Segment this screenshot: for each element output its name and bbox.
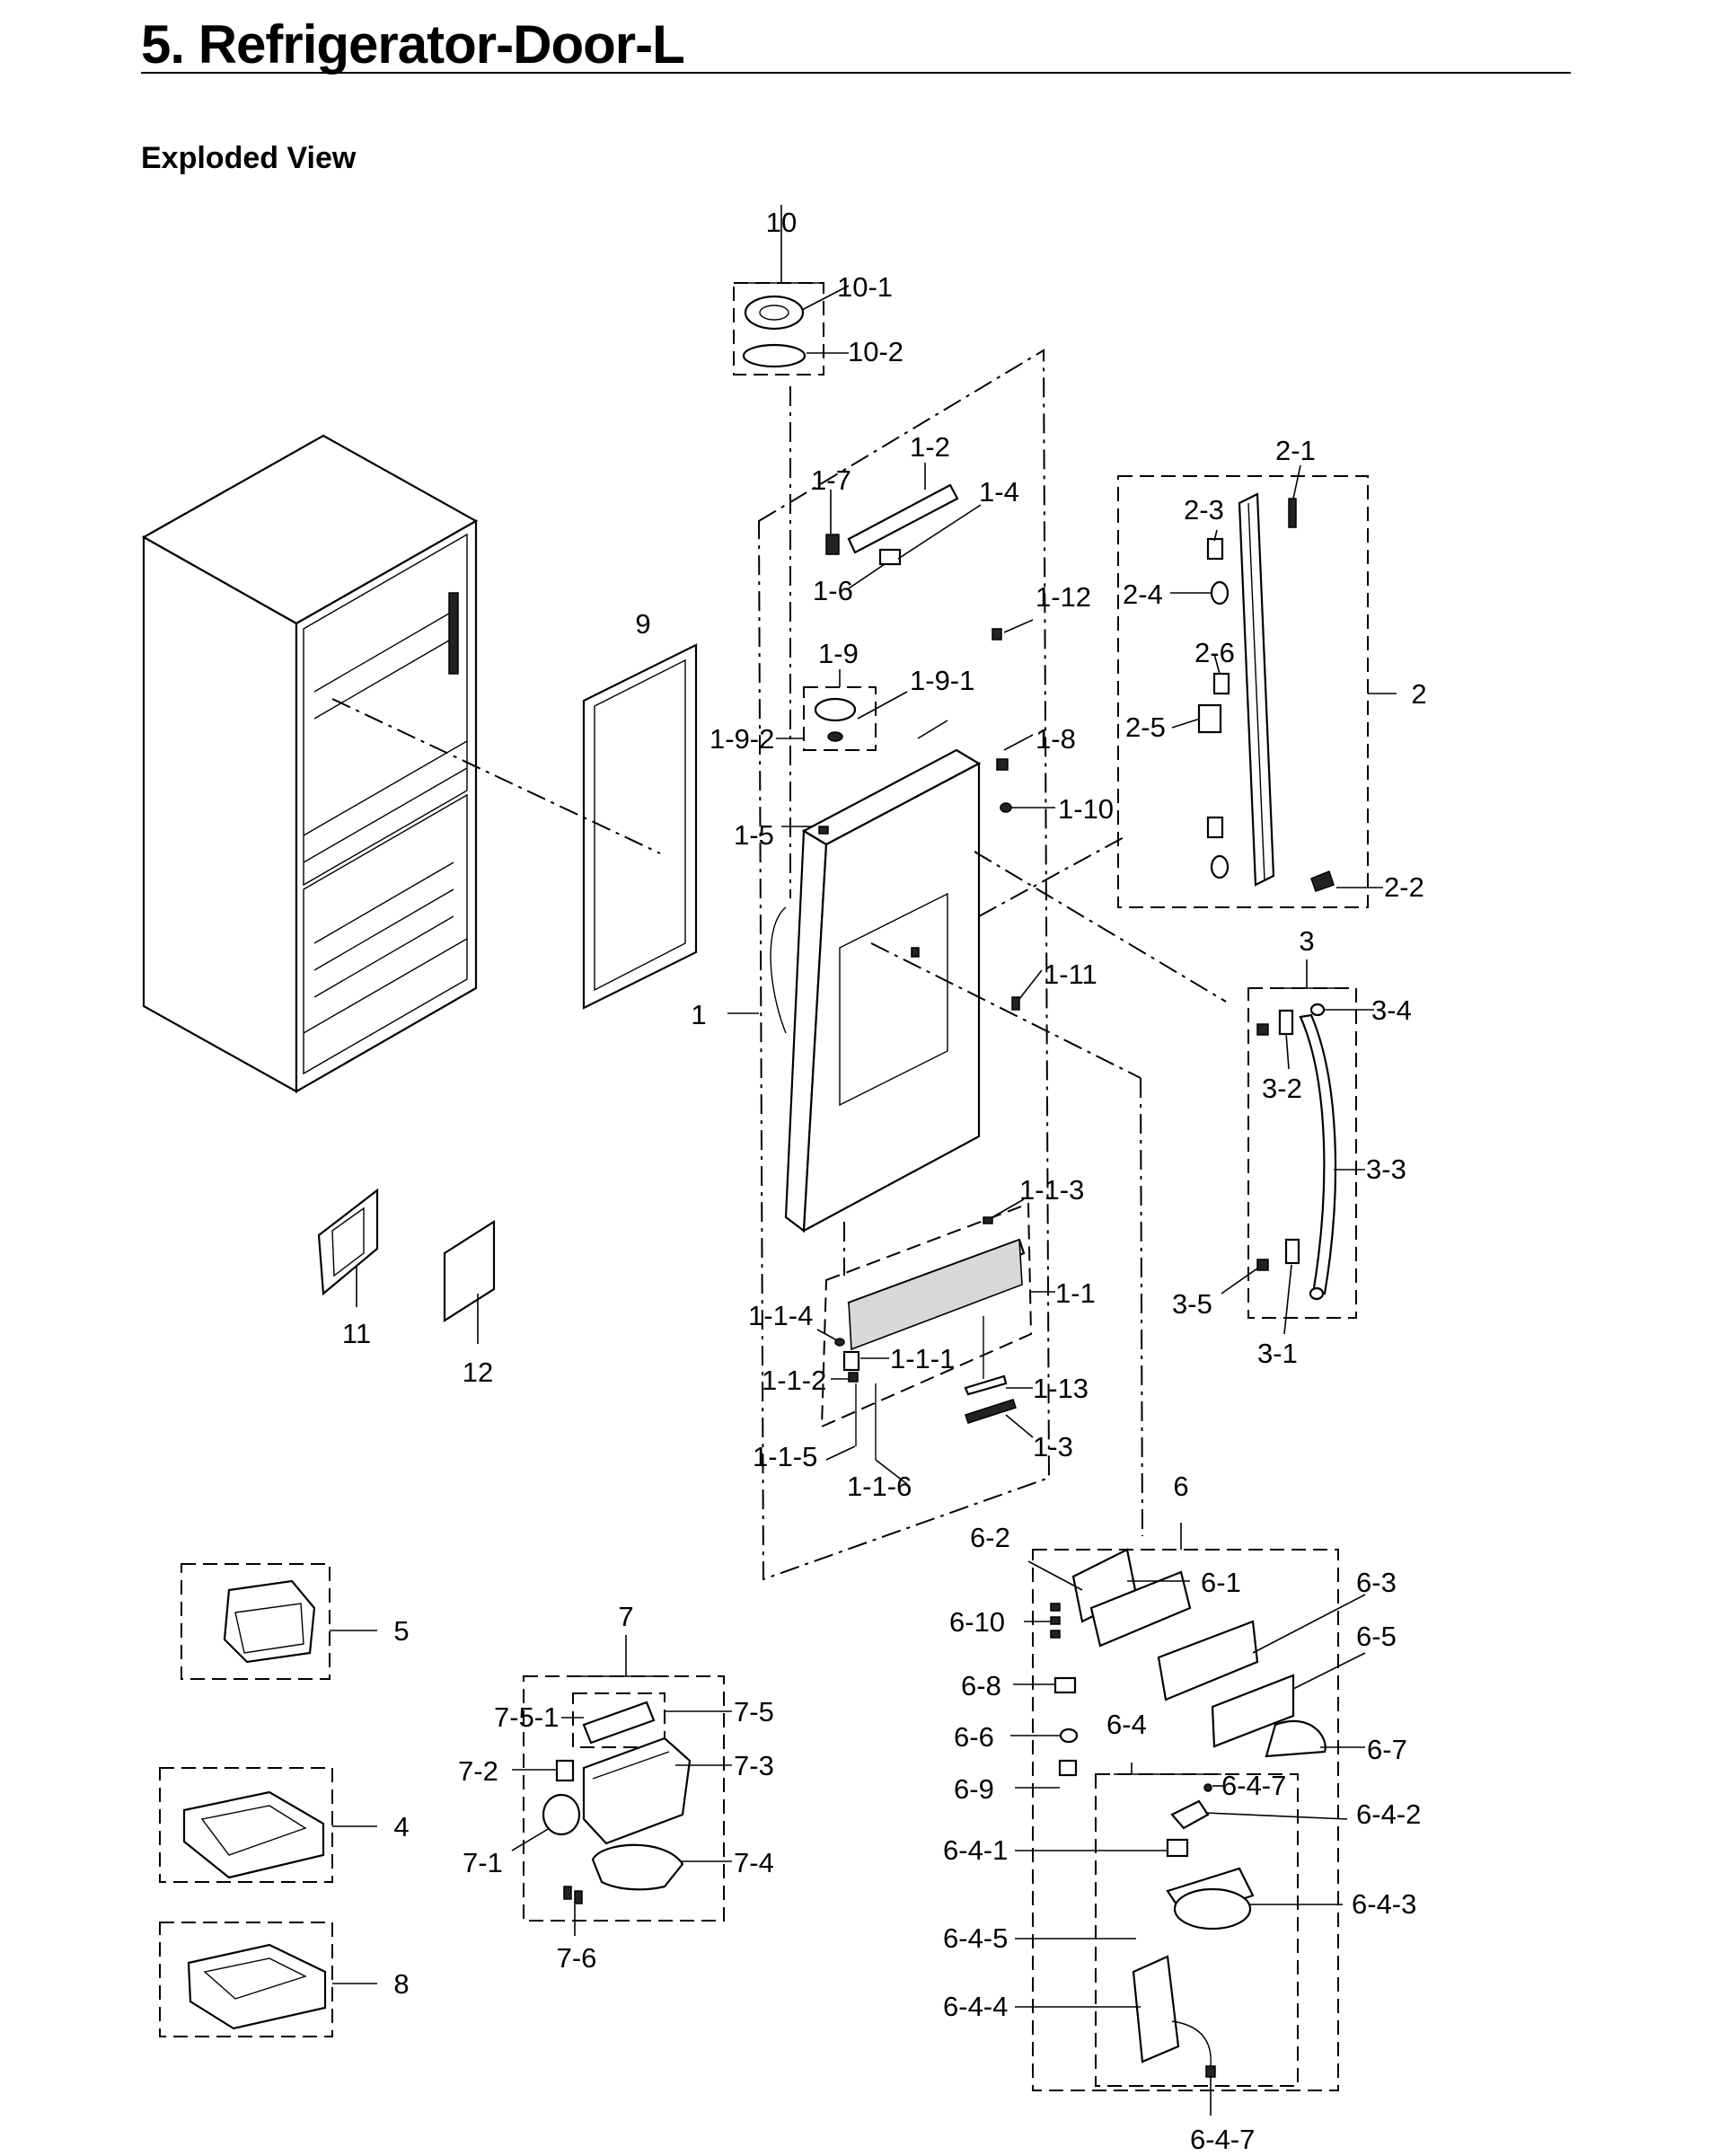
label-6-4-7-bottom: 6-4-7 (1190, 2124, 1255, 2155)
label-3-5: 3-5 (1172, 1288, 1212, 1320)
label-2-4: 2-4 (1123, 579, 1163, 610)
label-11: 11 (342, 1318, 371, 1349)
label-1: 1 (691, 999, 706, 1030)
label-1-2: 1-2 (910, 431, 950, 463)
label-6-6: 6-6 (954, 1721, 994, 1753)
label-7-3: 7-3 (734, 1750, 774, 1781)
label-4: 4 (393, 1811, 409, 1842)
label-6-4-3: 6-4-3 (1352, 1888, 1416, 1920)
label-1-9: 1-9 (818, 638, 859, 669)
label-1-1-5: 1-1-5 (753, 1441, 817, 1472)
section-subtitle: Exploded View (141, 141, 357, 175)
label-1-1-2: 1-1-2 (762, 1365, 826, 1396)
label-6-4: 6-4 (1106, 1709, 1147, 1740)
label-2: 2 (1411, 678, 1426, 710)
part-12 (443, 1219, 496, 1344)
door-body (770, 748, 982, 1233)
label-1-1: 1-1 (1055, 1277, 1096, 1309)
label-6: 6 (1173, 1471, 1188, 1502)
label-6-7: 6-7 (1367, 1734, 1407, 1765)
label-7-5: 7-5 (734, 1696, 774, 1727)
label-10-2: 10-2 (848, 336, 903, 367)
label-1-9-2: 1-9-2 (710, 723, 774, 755)
label-1-12: 1-12 (1036, 581, 1091, 613)
page-title: 5. Refrigerator-Door-L (141, 14, 685, 75)
label-1-1-4: 1-1-4 (748, 1300, 813, 1331)
label-5: 5 (393, 1615, 409, 1647)
label-1-4: 1-4 (979, 476, 1019, 508)
label-1-1-1: 1-1-1 (890, 1343, 955, 1374)
screws-6-10 (1050, 1603, 1061, 1639)
label-7-6: 7-6 (557, 1942, 597, 1974)
label-2-1: 2-1 (1275, 435, 1316, 466)
door-gasket (582, 643, 698, 1010)
title-rule (141, 72, 1571, 74)
label-7-4: 7-4 (734, 1847, 774, 1878)
label-6-9: 6-9 (954, 1773, 994, 1805)
refrigerator-cabinet (141, 434, 479, 1093)
label-10: 10 (766, 207, 797, 238)
label-2-2: 2-2 (1384, 871, 1424, 903)
label-7-2: 7-2 (458, 1755, 498, 1787)
label-7-5-1: 7-5-1 (494, 1701, 559, 1733)
label-6-4-4: 6-4-4 (943, 1991, 1008, 2022)
label-3-2: 3-2 (1262, 1073, 1302, 1104)
label-1-9-1: 1-9-1 (910, 665, 974, 696)
label-6-10: 6-10 (949, 1606, 1005, 1638)
label-7: 7 (618, 1601, 633, 1632)
label-1-7: 1-7 (811, 464, 851, 496)
label-3-1: 3-1 (1257, 1338, 1298, 1369)
label-10-1: 10-1 (837, 271, 893, 303)
label-3-3: 3-3 (1366, 1153, 1406, 1185)
label-6-2: 6-2 (970, 1522, 1010, 1553)
label-6-8: 6-8 (961, 1670, 1001, 1701)
label-1-1-6: 1-1-6 (847, 1471, 912, 1502)
label-1-5: 1-5 (734, 819, 774, 851)
label-2-5: 2-5 (1125, 711, 1166, 743)
label-7-1: 7-1 (463, 1847, 503, 1878)
label-2-3: 2-3 (1184, 494, 1224, 526)
label-6-4-5: 6-4-5 (943, 1922, 1008, 1954)
label-3-4: 3-4 (1371, 994, 1412, 1026)
label-8: 8 (393, 1968, 409, 2000)
label-3: 3 (1299, 925, 1314, 957)
label-1-3: 1-3 (1033, 1431, 1073, 1462)
label-6-1: 6-1 (1201, 1567, 1241, 1598)
label-6-4-2: 6-4-2 (1356, 1798, 1421, 1830)
label-1-6: 1-6 (813, 575, 853, 606)
label-6-4-7-top: 6-4-7 (1221, 1770, 1286, 1801)
part-11 (317, 1188, 379, 1307)
label-2-6: 2-6 (1194, 637, 1235, 668)
label-1-13: 1-13 (1033, 1373, 1089, 1404)
label-9: 9 (635, 608, 650, 640)
label-1-10: 1-10 (1058, 793, 1114, 825)
label-6-4-1: 6-4-1 (943, 1834, 1008, 1866)
label-12: 12 (463, 1356, 493, 1388)
label-6-3: 6-3 (1356, 1567, 1397, 1598)
label-6-5: 6-5 (1356, 1621, 1397, 1652)
label-1-1-3: 1-1-3 (1019, 1174, 1084, 1206)
label-1-8: 1-8 (1036, 723, 1076, 755)
label-1-11: 1-11 (1044, 959, 1097, 990)
